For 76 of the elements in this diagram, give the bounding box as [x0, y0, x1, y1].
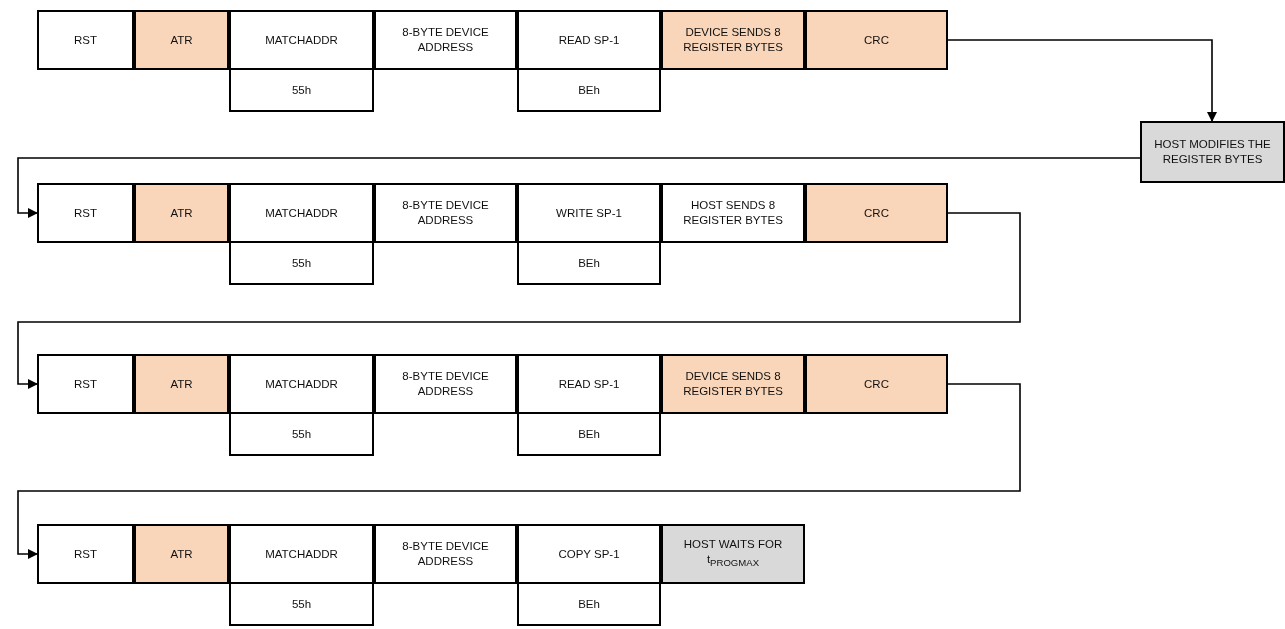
- field-label: BEh: [578, 82, 600, 98]
- field-label: COPY SP-1: [558, 546, 620, 562]
- field-box: [661, 183, 805, 243]
- field-label: MATCHADDR: [265, 32, 338, 48]
- field-box: [374, 354, 517, 414]
- field-box: [517, 183, 661, 243]
- field-box: [805, 354, 948, 414]
- field-box: [229, 354, 374, 414]
- field-label: CRC: [864, 205, 889, 221]
- field-box: [374, 10, 517, 70]
- field-box: [229, 524, 374, 584]
- field-box: [134, 354, 229, 414]
- field-label: ATR: [170, 32, 193, 48]
- field-label: 8-BYTE DEVICE ADDRESS: [401, 369, 490, 399]
- field-box: [229, 183, 374, 243]
- field-box: [805, 10, 948, 70]
- field-box: [229, 412, 374, 456]
- arrow: [17, 383, 1021, 559]
- field-label: BEh: [578, 255, 600, 271]
- arrow: [17, 212, 1021, 389]
- field-label: MATCHADDR: [265, 376, 338, 392]
- field-label: READ SP-1: [558, 376, 620, 392]
- arrow: [947, 39, 1217, 122]
- field-label: RST: [74, 205, 97, 221]
- field-box: [37, 183, 134, 243]
- field-box: [134, 10, 229, 70]
- field-box: [37, 354, 134, 414]
- arrow: [17, 157, 1141, 218]
- field-label: 55h: [291, 426, 312, 442]
- field-label: WRITE SP-1: [556, 205, 622, 221]
- field-box: [134, 524, 229, 584]
- field-label: CRC: [864, 32, 889, 48]
- field-label: MATCHADDR: [265, 205, 338, 221]
- field-label: HOST WAITS FOR t$_{PROGMAX}$: [682, 537, 784, 571]
- field-box: [517, 241, 661, 285]
- field-label: 8-BYTE DEVICE ADDRESS: [401, 539, 490, 569]
- field-box: [661, 10, 805, 70]
- field-label: ATR: [170, 376, 193, 392]
- field-label: ATR: [170, 205, 193, 221]
- field-label: DEVICE SENDS 8 REGISTER BYTES: [682, 369, 784, 399]
- field-label: 8-BYTE DEVICE ADDRESS: [401, 198, 490, 228]
- field-label: HOST SENDS 8 REGISTER BYTES: [682, 198, 784, 228]
- field-label: ATR: [170, 546, 193, 562]
- field-box: [37, 524, 134, 584]
- field-box: [229, 582, 374, 626]
- field-label: BEh: [578, 596, 600, 612]
- field-box: [517, 10, 661, 70]
- field-box: [374, 524, 517, 584]
- field-label: RST: [74, 376, 97, 392]
- field-box: [229, 10, 374, 70]
- field-box: [517, 412, 661, 456]
- field-label: MATCHADDR: [265, 546, 338, 562]
- field-box: [229, 241, 374, 285]
- field-label: 8-BYTE DEVICE ADDRESS: [401, 25, 490, 55]
- field-label: HOST MODIFIES THE REGISTER BYTES: [1153, 137, 1272, 167]
- field-label: RST: [74, 32, 97, 48]
- field-box: [374, 183, 517, 243]
- field-box: [661, 354, 805, 414]
- field-box: [805, 183, 948, 243]
- field-box: [517, 524, 661, 584]
- field-box: [517, 68, 661, 112]
- field-label: READ SP-1: [558, 32, 620, 48]
- field-label: 55h: [291, 255, 312, 271]
- field-label: RST: [74, 546, 97, 562]
- field-box: [37, 10, 134, 70]
- field-label: CRC: [864, 376, 889, 392]
- field-box: [517, 354, 661, 414]
- field-box: [134, 183, 229, 243]
- field-label: BEh: [578, 426, 600, 442]
- field-label: 55h: [291, 596, 312, 612]
- process-box: [1140, 121, 1285, 183]
- field-box: [229, 68, 374, 112]
- process-box: [661, 524, 805, 584]
- field-box: [517, 582, 661, 626]
- field-label: DEVICE SENDS 8 REGISTER BYTES: [682, 25, 784, 55]
- field-label: 55h: [291, 82, 312, 98]
